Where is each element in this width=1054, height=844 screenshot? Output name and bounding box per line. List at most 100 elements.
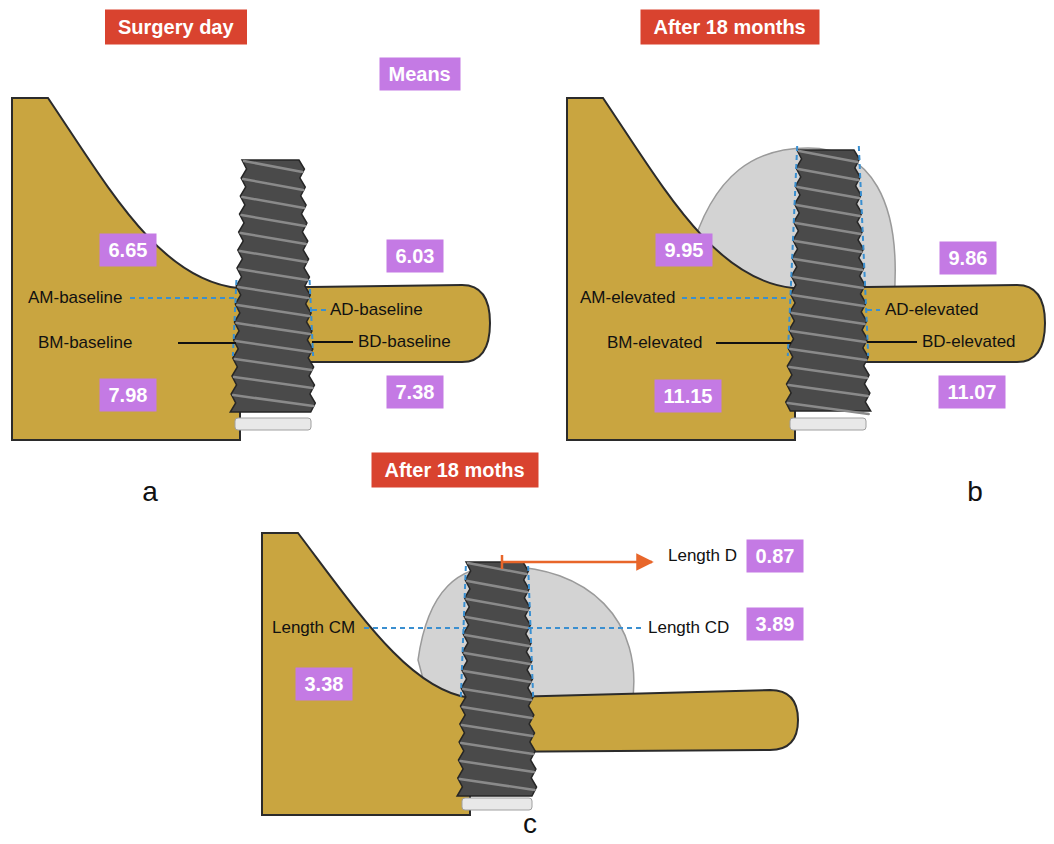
measure-guide bbox=[461, 566, 466, 700]
implant-thread bbox=[796, 223, 861, 234]
measure-guide bbox=[364, 627, 466, 629]
implant-thread bbox=[463, 689, 531, 700]
label-text: AM-baseline bbox=[28, 288, 123, 307]
implant-thread bbox=[233, 395, 313, 406]
implant-thread bbox=[234, 377, 313, 388]
measure-guide bbox=[528, 627, 642, 629]
legend-tag: Means bbox=[380, 58, 461, 91]
implant-thread bbox=[793, 277, 863, 288]
implant-body bbox=[230, 160, 315, 412]
implant-thread bbox=[238, 287, 308, 298]
measure-label: BD-elevated bbox=[922, 332, 1016, 352]
length-arrow bbox=[502, 561, 652, 564]
implant-thread bbox=[789, 385, 868, 396]
implant-thread bbox=[797, 187, 859, 198]
label-text: Length CM bbox=[272, 618, 355, 637]
measure-label: AD-elevated bbox=[885, 300, 979, 320]
measure-label: BD-baseline bbox=[358, 332, 451, 352]
measure-guide bbox=[788, 146, 797, 356]
value-box: 6.03 bbox=[387, 240, 444, 273]
implant-thread bbox=[240, 251, 307, 262]
value-box: 3.89 bbox=[747, 608, 804, 641]
implant-thread bbox=[241, 233, 306, 244]
implant-thread bbox=[466, 617, 528, 628]
box-text: 6.65 bbox=[109, 239, 148, 261]
dental-implant bbox=[457, 562, 537, 810]
measure-line bbox=[178, 342, 236, 344]
title-tag: After 18 months bbox=[641, 10, 820, 45]
box-text: After 18 moths bbox=[385, 459, 525, 481]
measure-label: BM-elevated bbox=[607, 333, 702, 353]
panel-letter: b bbox=[967, 476, 983, 508]
implant-body bbox=[457, 562, 537, 796]
implant-body bbox=[786, 150, 871, 411]
implant-thread bbox=[799, 151, 857, 162]
label-text: BD-baseline bbox=[358, 332, 451, 351]
measure-guide bbox=[310, 280, 314, 356]
measure-label: AD-baseline bbox=[330, 300, 423, 320]
implant-thread bbox=[241, 215, 304, 226]
measure-guide bbox=[682, 297, 790, 299]
implant-thread bbox=[797, 205, 860, 216]
dental-implant bbox=[230, 160, 315, 430]
implant-thread bbox=[237, 305, 309, 316]
implant-platform bbox=[462, 798, 532, 810]
measure-label: Length CM bbox=[272, 618, 355, 638]
measure-guide bbox=[233, 280, 237, 356]
implant-platform bbox=[790, 418, 866, 430]
value-box: 9.95 bbox=[656, 234, 713, 267]
box-text: 7.98 bbox=[109, 384, 148, 406]
implant-thread bbox=[460, 761, 533, 772]
box-text: 3.38 bbox=[305, 673, 344, 695]
implant-thread bbox=[794, 259, 862, 270]
bone-section bbox=[262, 533, 798, 815]
implant-thread bbox=[236, 323, 309, 334]
value-box: 7.38 bbox=[387, 376, 444, 409]
implant-thread bbox=[790, 349, 866, 360]
label-text: AM-elevated bbox=[580, 288, 675, 307]
box-text: After 18 months bbox=[654, 16, 806, 38]
label-text: BD-elevated bbox=[922, 332, 1016, 351]
box-text: Means bbox=[389, 63, 451, 85]
value-box: 7.98 bbox=[100, 379, 157, 412]
value-box: 9.86 bbox=[940, 242, 997, 275]
implant-thread bbox=[798, 169, 858, 180]
measure-guide bbox=[312, 309, 326, 311]
measure-line bbox=[867, 341, 917, 343]
panel-letter: c bbox=[523, 808, 537, 840]
value-box: 11.07 bbox=[939, 376, 1006, 409]
implant-thread bbox=[465, 635, 529, 646]
box-text: 6.03 bbox=[396, 245, 435, 267]
bone-section bbox=[12, 98, 490, 440]
label-text: b bbox=[967, 476, 983, 507]
implant-thread bbox=[467, 581, 527, 592]
implant-thread bbox=[460, 779, 535, 790]
dental-implant bbox=[786, 150, 871, 430]
label-text: BM-baseline bbox=[38, 333, 133, 352]
implant-thread bbox=[243, 179, 303, 190]
measure-guide bbox=[130, 297, 234, 299]
measure-guide bbox=[859, 146, 868, 356]
implant-thread bbox=[236, 341, 311, 352]
label-text: a bbox=[142, 476, 158, 507]
implant-thread bbox=[461, 743, 533, 754]
label-text: Length CD bbox=[648, 618, 729, 637]
implant-thread bbox=[462, 725, 533, 736]
measure-guide bbox=[528, 566, 533, 700]
implant-thread bbox=[468, 563, 526, 574]
implant-thread bbox=[791, 331, 866, 342]
label-text: AD-elevated bbox=[885, 300, 979, 319]
implant-thread bbox=[242, 197, 304, 208]
implant-thread bbox=[467, 599, 528, 610]
measure-label: Length CD bbox=[648, 618, 729, 638]
box-text: 7.38 bbox=[396, 381, 435, 403]
box-text: 11.07 bbox=[948, 381, 997, 403]
implant-platform bbox=[235, 418, 311, 430]
measure-label: BM-baseline bbox=[38, 333, 133, 353]
implant-thread bbox=[235, 359, 312, 370]
measure-guide bbox=[867, 309, 880, 311]
measure-line bbox=[716, 342, 791, 344]
label-text: BM-elevated bbox=[607, 333, 702, 352]
value-box: 6.65 bbox=[100, 234, 157, 267]
